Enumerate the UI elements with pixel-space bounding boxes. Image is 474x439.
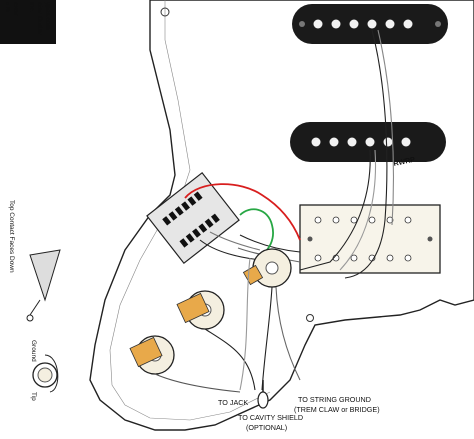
label-cavity-shield: TO CAVITY SHIELD <box>238 413 303 422</box>
label-string-ground: TO STRING GROUND <box>298 395 371 404</box>
label-to-jack: TO JACK <box>218 398 248 407</box>
jack-detail: Ground Tip <box>30 340 59 401</box>
tone-pot-1 <box>176 290 225 330</box>
brand-line-1: ster Guitar <box>36 2 43 35</box>
ground-lug <box>257 380 269 409</box>
output-wires <box>154 257 301 393</box>
label-top-contact: Top Contact Faces Down <box>8 200 15 273</box>
brand-line-2: Inc. <box>28 2 35 13</box>
pickup-wires <box>237 29 395 279</box>
brand-side-b: cker <box>12 2 19 16</box>
brand-side-a: ure <box>4 2 11 13</box>
screw-hole-bottom <box>306 314 314 322</box>
capacitor-1 <box>176 292 210 324</box>
neck-pickup <box>292 4 448 44</box>
capacitor-2 <box>129 336 163 368</box>
switch-to-pots-wire-2 <box>209 231 261 251</box>
red-wire <box>184 183 301 241</box>
middle-pickup: RWRP <box>290 122 446 168</box>
brand-block: ster Guitar Inc. ypes.com ure cker <box>0 0 56 44</box>
switch-side-detail: Top Contact Faces Down <box>8 200 61 322</box>
pickup-brand-label: RWRP <box>393 155 416 168</box>
label-trem-claw: (TREM CLAW or BRIDGE) <box>294 405 380 414</box>
label-ground: Ground <box>30 340 37 362</box>
brand-line-3: ypes.com <box>44 2 51 30</box>
label-optional: (OPTIONAL) <box>246 423 287 432</box>
pickguard-bevel <box>109 0 271 421</box>
label-tip: Tip <box>30 392 37 401</box>
screw-hole-top <box>160 7 170 17</box>
bridge-humbucker <box>299 204 441 274</box>
volume-pot <box>242 248 292 288</box>
pickup-selector-switch <box>146 171 240 265</box>
